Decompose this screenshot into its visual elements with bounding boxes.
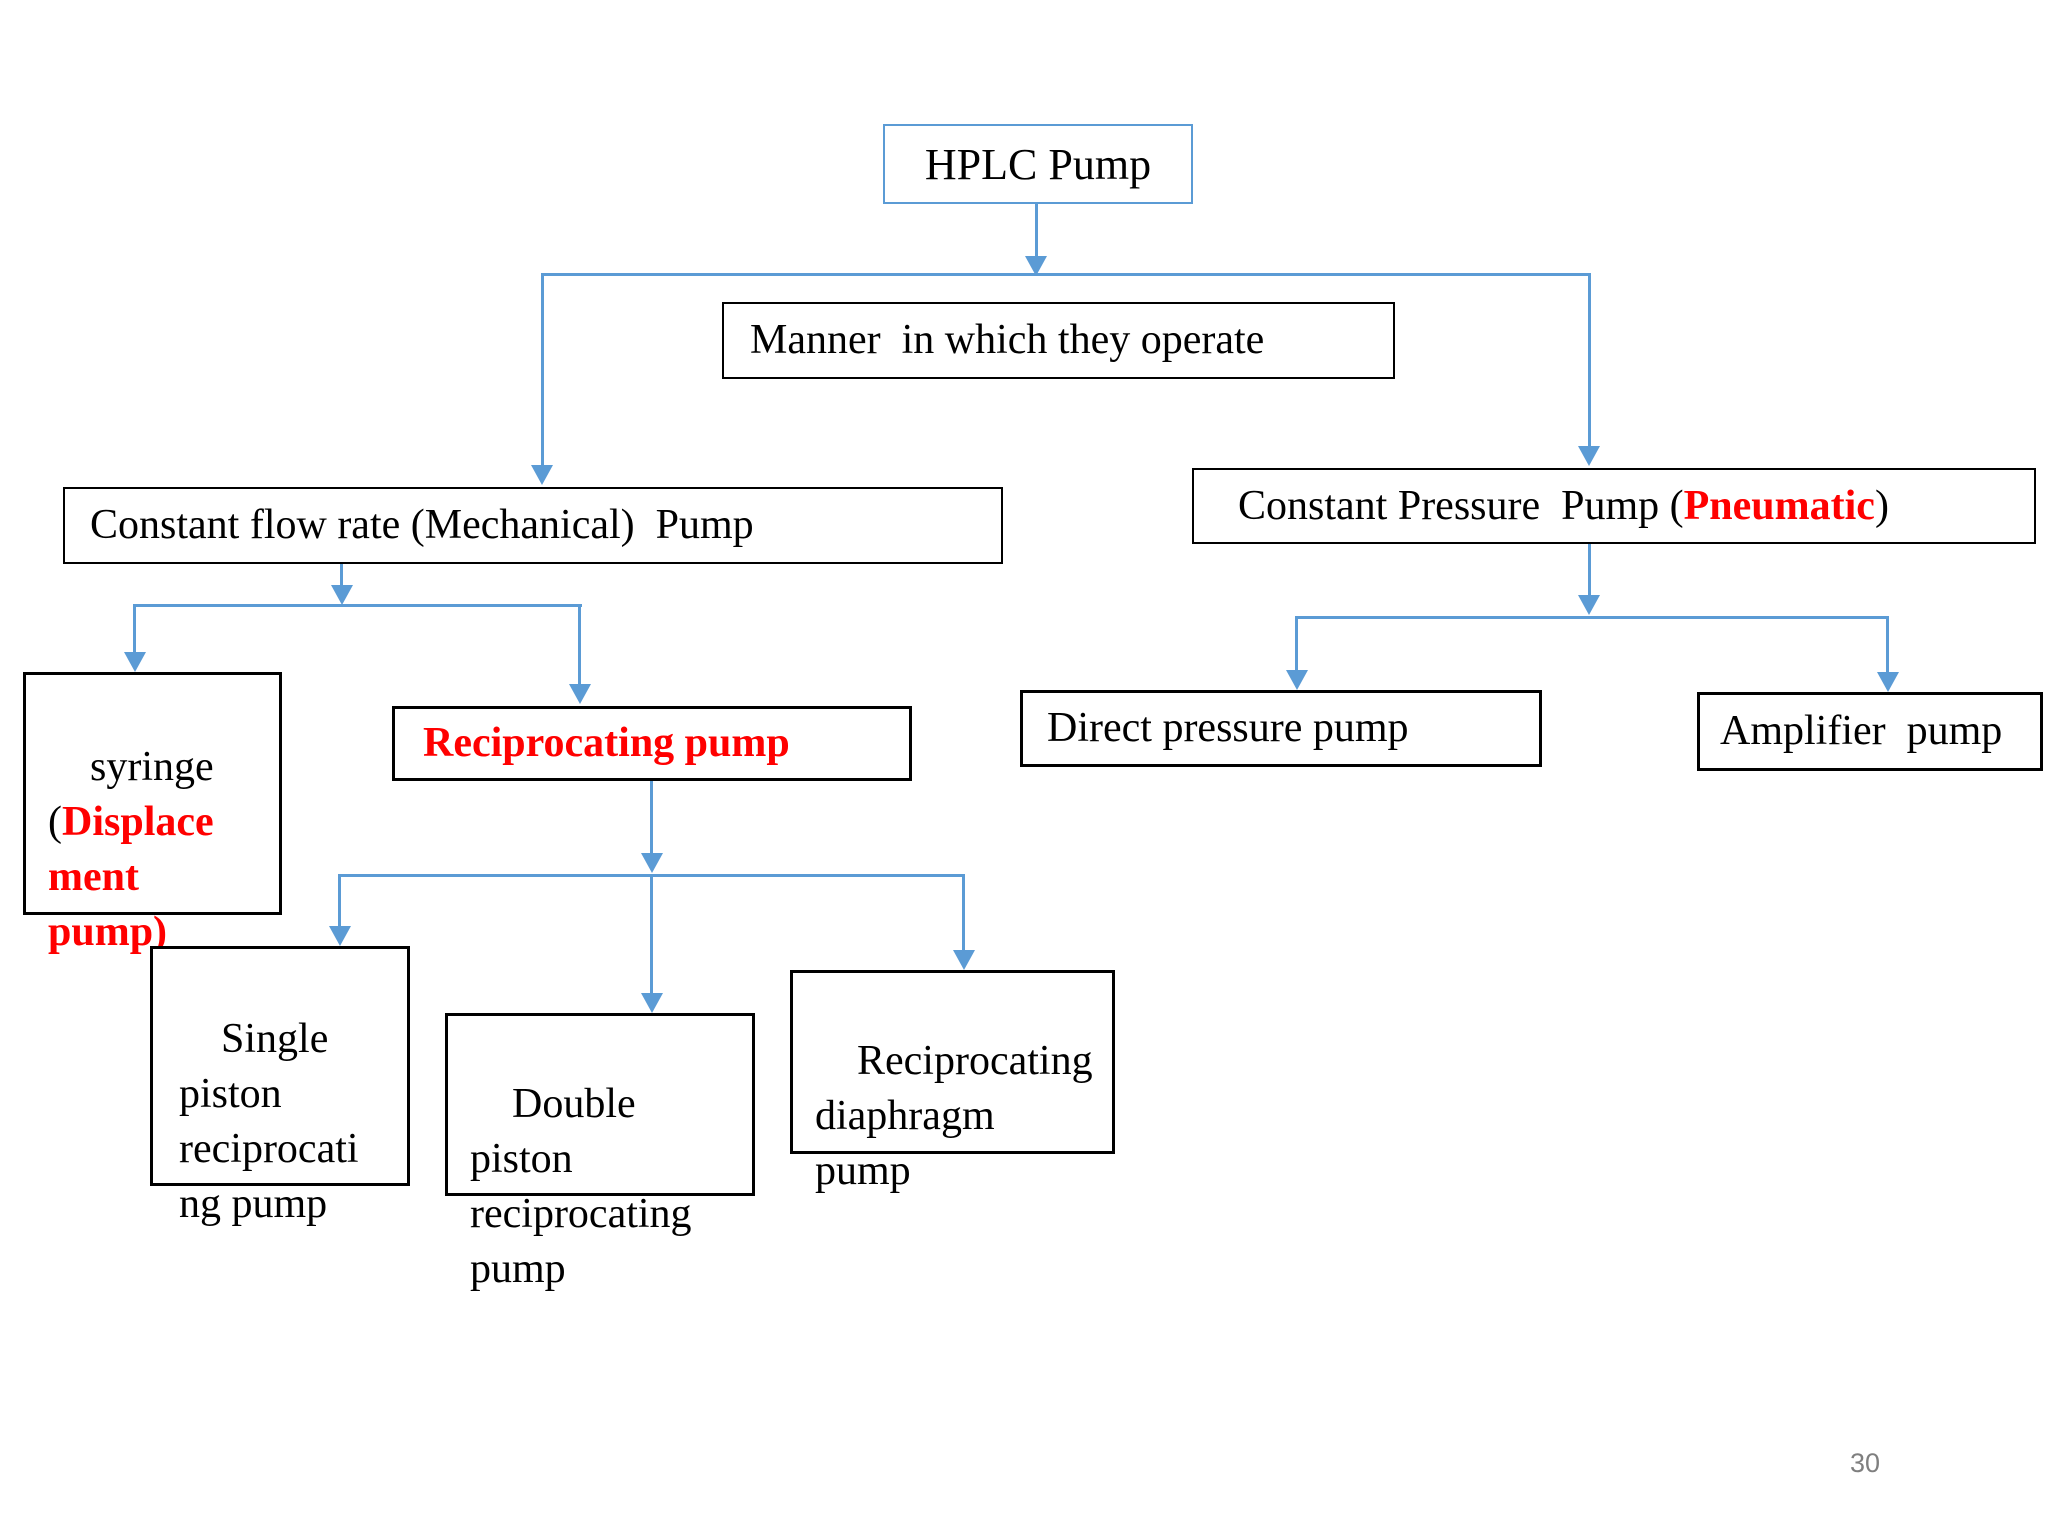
node-amplifier-pump: Amplifier pump (1697, 692, 2043, 771)
arrowhead-down (1578, 446, 1600, 466)
node-double-piston-reciprocating-pump: Double piston reciprocating pump (445, 1013, 755, 1292)
node-direct-label: Direct pressure pump (1047, 705, 1409, 751)
node-reciprocating-pump: Reciprocating pump (392, 706, 912, 781)
node-recip-label: Reciprocating pump (423, 720, 790, 766)
node-constant-pressure-pump: Constant Pressure Pump (Pneumatic) (1192, 468, 2036, 544)
node-hplc-pump: HPLC Pump (883, 124, 1193, 204)
page-number: 30 (1850, 1448, 1881, 1478)
connector-recip-down (650, 781, 653, 853)
node-diaphragm-label: Reciprocating diaphragm pump (815, 1038, 1093, 1194)
arrowhead-down (531, 465, 553, 485)
arrowhead-down (124, 652, 146, 672)
node-flow-label: Constant flow rate (Mechanical) Pump (90, 502, 754, 548)
connector-pressure-down (1588, 544, 1591, 595)
connector-splitter-4 (1297, 616, 1888, 619)
connector-to-pressure (1588, 273, 1591, 448)
connector-to-diaphragm (962, 874, 965, 950)
arrowhead-down (331, 585, 353, 605)
arrowhead-down (1286, 670, 1308, 690)
node-manner-of-operation: Manner in which they operate (722, 302, 1395, 379)
arrowhead-down (569, 684, 591, 704)
pneumatic-highlight: Pneumatic (1683, 482, 1875, 529)
connector-hplc-down (1035, 204, 1038, 258)
node-syringe-displacement-pump: syringe (Displace ment pump) (23, 672, 282, 955)
connector-to-syringe (133, 604, 136, 654)
connector-to-double-piston (650, 874, 653, 993)
connector-to-direct (1295, 616, 1298, 670)
arrowhead-down (329, 926, 351, 946)
node-syringe-label: syringe (Displace ment pump) (48, 744, 214, 955)
node-hplc-pump-label: HPLC Pump (924, 139, 1152, 189)
connector-to-single-piston (338, 874, 341, 926)
node-single-label: Single piston reciprocati ng pump (179, 1016, 359, 1227)
connector-to-flow (541, 273, 544, 467)
arrowhead-down (641, 993, 663, 1013)
node-double-label: Double piston reciprocating pump (470, 1081, 692, 1292)
connector-to-reciprocating (578, 604, 581, 686)
arrowhead-down (1578, 595, 1600, 615)
connector-to-amplifier (1886, 616, 1889, 672)
node-manner-label: Manner in which they operate (750, 317, 1265, 363)
node-constant-flow-rate-pump: Constant flow rate (Mechanical) Pump (63, 487, 1003, 564)
connector-splitter-2 (135, 604, 582, 607)
arrowhead-down (641, 853, 663, 873)
node-direct-pressure-pump: Direct pressure pump (1020, 690, 1542, 767)
node-amplifier-label: Amplifier pump (1720, 708, 2003, 754)
node-single-piston-reciprocating-pump: Single piston reciprocati ng pump (150, 946, 410, 1227)
connector-flow-down (340, 564, 343, 587)
connector-splitter-1 (543, 273, 1590, 276)
arrowhead-down (953, 950, 975, 970)
arrowhead-down (1877, 672, 1899, 692)
node-reciprocating-diaphragm-pump: Reciprocating diaphragm pump (790, 970, 1115, 1194)
displacement-highlight: Displace ment pump) (48, 799, 214, 955)
node-pressure-label: Constant Pressure Pump (Pneumatic) (1238, 482, 1889, 529)
arrowhead-down (1025, 256, 1047, 276)
